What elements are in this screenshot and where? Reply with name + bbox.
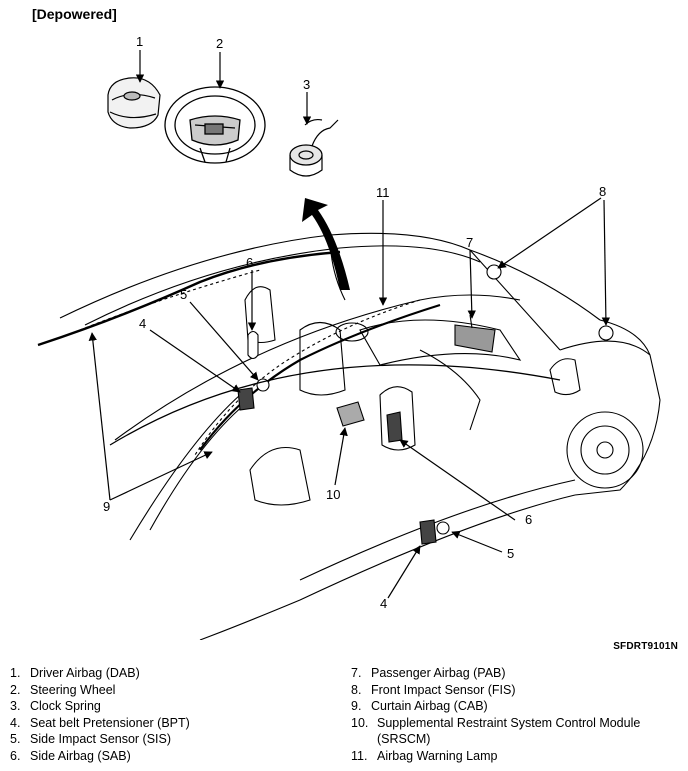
leader-lines [88, 50, 611, 599]
figure-code: SFDRT9101N [613, 641, 678, 652]
legend-item: 2.Steering Wheel [10, 682, 116, 697]
legend-item: 8.Front Impact Sensor (FIS) [351, 682, 516, 697]
callout-1: 1 [136, 34, 143, 49]
legend-item: 11.Airbag Warning Lamp [351, 748, 498, 763]
airbag-system-diagram: 1 2 3 4 5 6 7 8 9 10 11 6 5 4 [37, 34, 661, 640]
legend-item: 1.Driver Airbag (DAB) [10, 666, 140, 680]
legend-item: 10.Supplemental Restraint System Control… [351, 715, 641, 747]
callout-numbers: 1 2 3 4 5 6 7 8 9 10 11 6 5 4 [103, 34, 606, 611]
callout-5: 5 [180, 287, 187, 302]
legend-item: 5.Side Impact Sensor (SIS) [10, 732, 172, 746]
legend-item: 3.Clock Spring [10, 699, 101, 713]
callout-6: 6 [246, 255, 253, 270]
assembly-arrow [302, 198, 350, 290]
legend-item: 7.Passenger Airbag (PAB) [351, 666, 506, 680]
steering-wheel-drawing [164, 86, 266, 164]
callout-5b: 5 [507, 546, 514, 561]
callout-6b: 6 [525, 512, 532, 527]
legend-right: 7.Passenger Airbag (PAB) 8.Front Impact … [351, 665, 681, 764]
callout-7: 7 [466, 235, 473, 250]
callout-4: 4 [139, 316, 146, 331]
vehicle-body-drawing [37, 232, 661, 640]
diagram-header: [Depowered] [32, 6, 117, 22]
callout-11: 11 [376, 185, 390, 200]
driver-airbag-drawing [107, 77, 161, 129]
legend-item: 9.Curtain Airbag (CAB) [351, 699, 488, 713]
callout-9: 9 [103, 499, 110, 514]
callout-3: 3 [303, 77, 310, 92]
callout-2: 2 [216, 36, 223, 51]
callout-8: 8 [599, 184, 606, 199]
legend-item: 6.Side Airbag (SAB) [10, 748, 131, 763]
legend-item: 4.Seat belt Pretensioner (BPT) [10, 715, 190, 730]
legend-left: 1.Driver Airbag (DAB) 2.Steering Wheel 3… [10, 665, 330, 764]
callout-10: 10 [326, 487, 340, 502]
clock-spring-drawing [289, 118, 339, 177]
callout-4b: 4 [380, 596, 387, 611]
